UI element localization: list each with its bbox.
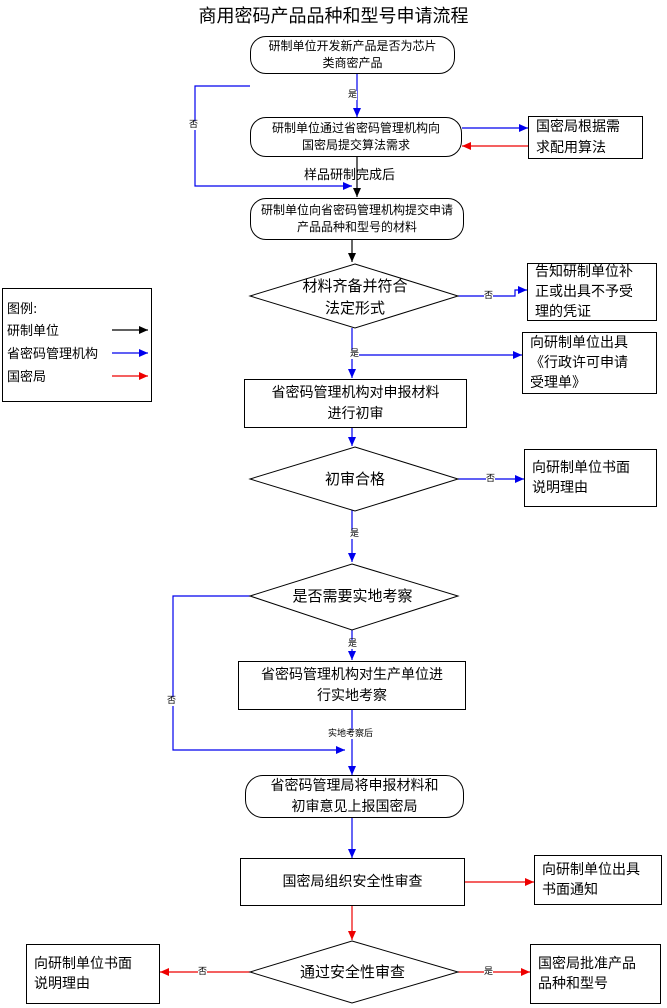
diagram-title: 商用密码产品品种和型号申请流程 xyxy=(198,6,469,27)
decision-security-pass-text: 通过安全性审查 xyxy=(299,963,405,981)
legend: 图例: 研制单位 省密码管理机构 国密局 xyxy=(2,288,152,402)
node-submit-material: 研制单位向省密码管理机构提交申请 产品品种和型号的材料 xyxy=(250,198,464,240)
edge-start-no-bypass xyxy=(194,85,352,190)
node-report-to-bureau: 省密码管理局将申报材料和 初审意见上报国密局 xyxy=(245,775,464,818)
label-no-security: 否 xyxy=(198,967,208,977)
node-first-review: 省密码管理机构对申报材料 进行初审 xyxy=(244,379,467,428)
legend-item-national: 国密局 xyxy=(7,370,47,385)
note-sample-done: 样品研制完成后 xyxy=(304,168,396,183)
legend-item-unit: 研制单位 xyxy=(7,324,60,339)
label-yes-site: 是 xyxy=(348,639,358,649)
edge-site-no xyxy=(172,595,345,754)
node-written-reason-2: 向研制单位书面 说明理由 xyxy=(26,944,160,1004)
decision-materials-complete xyxy=(248,263,460,329)
node-approve-product: 国密局批准产品 品种和型号 xyxy=(530,944,661,1004)
decision-site-inspection-needed xyxy=(248,563,460,631)
node-written-notice: 向研制单位出具 书面通知 xyxy=(534,855,662,905)
node-security-review: 国密局组织安全性审查 xyxy=(240,858,465,906)
decision-site-inspection-text: 是否需要实地考察 xyxy=(292,587,413,605)
legend-item-provincial: 省密码管理机构 xyxy=(7,347,99,362)
decision-security-pass xyxy=(248,940,460,1004)
decision-materials-complete-text: 材料齐备并符合 法定形式 xyxy=(302,277,408,317)
decision-first-review-pass-text: 初审合格 xyxy=(324,470,385,488)
label-no-complete: 否 xyxy=(484,291,494,301)
label-yes-complete: 是 xyxy=(350,349,360,359)
label-no-site: 否 xyxy=(167,696,177,706)
node-notify-correction: 告知研制单位补 正或出具不予受 理的凭证 xyxy=(527,263,657,321)
label-no-start: 否 xyxy=(189,120,199,130)
label-yes-security: 是 xyxy=(484,967,494,977)
legend-title: 图例: xyxy=(7,302,38,317)
label-yes-first-pass: 是 xyxy=(350,529,360,539)
node-written-reason-1: 向研制单位书面 说明理由 xyxy=(524,449,657,507)
node-site-inspection: 省密码管理机构对生产单位进 行实地考察 xyxy=(238,661,466,710)
node-submit-algorithm: 研制单位通过省密码管理机构向 国密局提交算法需求 xyxy=(250,117,462,157)
label-yes-start: 是 xyxy=(348,90,358,100)
node-acceptance-form: 向研制单位出具 《行政许可申请 受理单》 xyxy=(522,332,657,394)
label-after-site: 实地考察后 xyxy=(328,729,374,739)
decision-first-review-pass xyxy=(248,446,460,512)
label-no-first-pass: 否 xyxy=(486,474,496,484)
node-start: 研制单位开发新产品是否为芯片 类商密产品 xyxy=(250,36,455,74)
node-configure-algorithm: 国密局根据需 求配用算法 xyxy=(528,116,643,159)
